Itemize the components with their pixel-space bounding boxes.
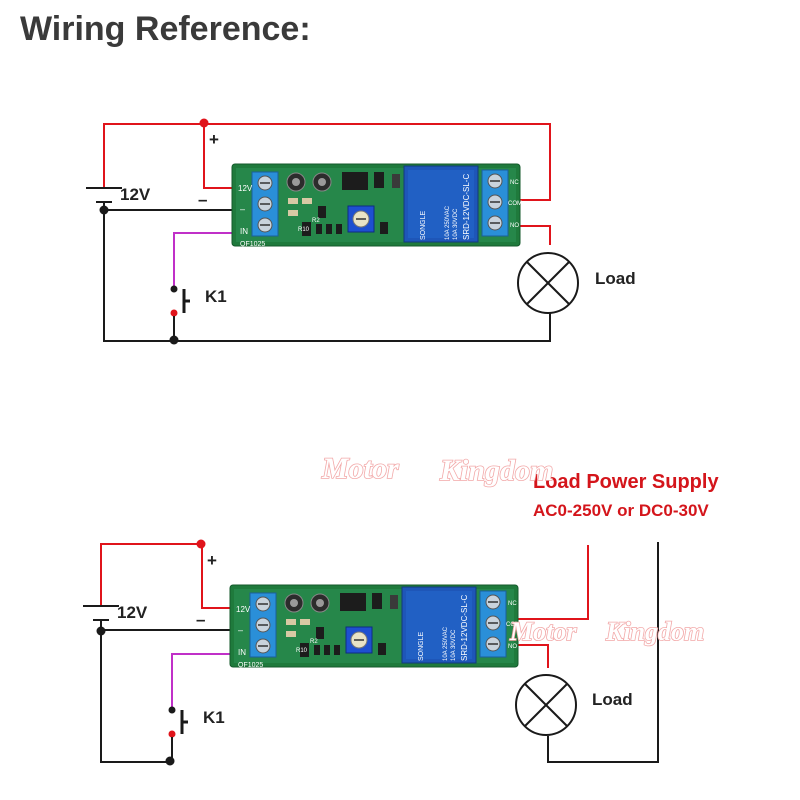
diagram-1: 12V – IN QF1025 R10 R2 NC COM NO SONGLE … xyxy=(86,118,636,345)
pin-label: 12V xyxy=(238,184,253,193)
switch-label: K1 xyxy=(203,708,225,727)
watermark-text: Kingdom xyxy=(439,454,553,487)
relay-brand: SONGLE xyxy=(418,631,425,661)
pin-label: NC xyxy=(510,180,519,186)
relay-rating: 10A 250VAC xyxy=(445,205,451,240)
diagram-2: 12V – IN QF1025 R10 R2 NC COM NO SONGLE … xyxy=(83,471,719,766)
pin-label: COM xyxy=(508,201,522,207)
switch-label: K1 xyxy=(205,287,227,306)
relay-module xyxy=(229,584,519,668)
relay-rating: 10A 250VAC xyxy=(443,626,449,661)
switch-k1 xyxy=(168,706,188,762)
battery-label: 12V xyxy=(120,185,151,204)
page-title: Wiring Reference: xyxy=(20,10,311,48)
watermark-text: Kingdom xyxy=(605,617,704,646)
relay-brand: SONGLE xyxy=(420,210,427,240)
watermark: Motor Kingdom Motor Kingdom xyxy=(320,451,705,647)
resistor-label: R10 xyxy=(298,227,310,233)
load-lamp xyxy=(517,252,579,314)
relay-rating: 10A 30VDC xyxy=(451,629,457,661)
relay-module xyxy=(231,163,521,247)
battery-12v xyxy=(86,187,122,203)
plus-label: + xyxy=(207,551,217,570)
pin-label: NO xyxy=(508,644,517,650)
load-label: Load xyxy=(595,269,636,288)
pin-label: – xyxy=(238,625,243,635)
load-lamp xyxy=(515,674,577,736)
pin-label: NC xyxy=(508,601,517,607)
resistor-label: R2 xyxy=(312,218,320,224)
minus-label: – xyxy=(196,610,205,629)
model-label: QF1025 xyxy=(238,662,263,669)
resistor-label: R10 xyxy=(296,648,308,654)
watermark-text: Motor xyxy=(321,452,399,485)
supply-range: AC0-250V or DC0-30V xyxy=(533,501,709,520)
pin-label: NO xyxy=(510,223,519,229)
junction-dot xyxy=(196,539,206,549)
supply-title: Load Power Supply xyxy=(533,471,719,493)
minus-label: – xyxy=(198,190,207,209)
relay-rating: 10A 30VDC xyxy=(453,208,459,240)
relay-model: SRD-12VDC-SL-C xyxy=(460,595,469,661)
pin-label: IN xyxy=(238,648,246,657)
plus-label: + xyxy=(209,130,219,149)
model-label: QF1025 xyxy=(240,241,265,248)
junction-dot xyxy=(199,118,209,128)
switch-k1 xyxy=(170,285,190,340)
resistor-label: R2 xyxy=(310,639,318,645)
pin-label: COM xyxy=(506,622,520,628)
battery-label: 12V xyxy=(117,603,148,622)
battery-12v xyxy=(83,605,119,621)
watermark-text: Motor xyxy=(509,617,577,646)
pin-label: IN xyxy=(240,227,248,236)
pin-label: 12V xyxy=(236,605,251,614)
pin-label: – xyxy=(240,204,245,214)
load-label: Load xyxy=(592,690,633,709)
relay-model: SRD-12VDC-SL-C xyxy=(462,174,471,240)
